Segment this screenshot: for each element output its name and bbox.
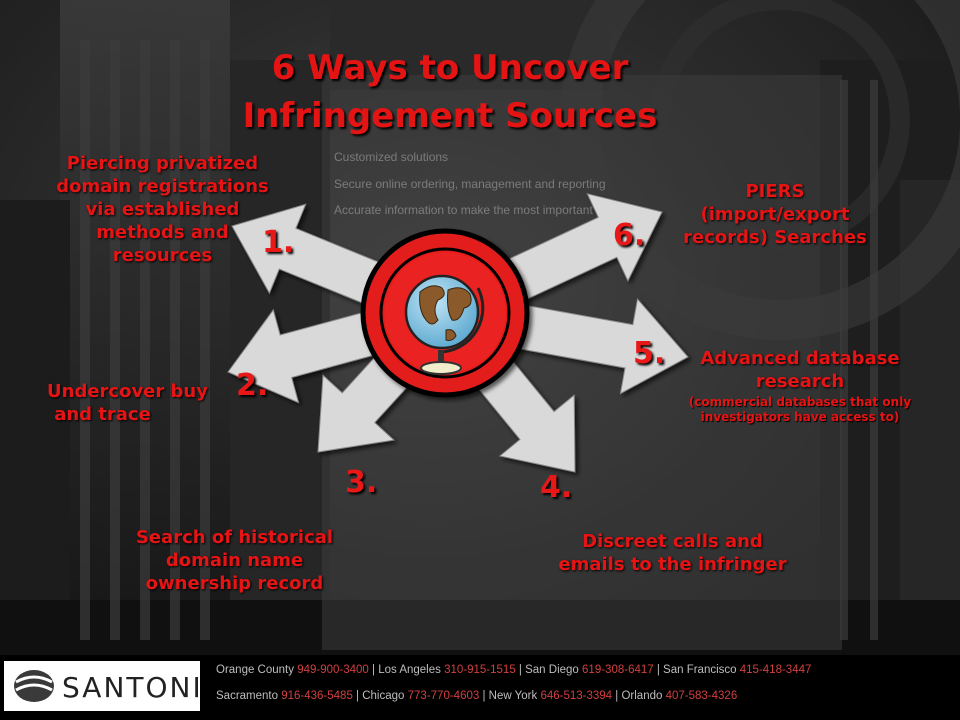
method-number-5: 5. [633,336,666,371]
method-number-2: 2. [236,368,269,403]
method-number-3: 3. [345,465,378,500]
background-text-line: Accurate information to make the most im… [334,203,647,217]
offices-row-1: Orange County 949-900-3400 | Los Angeles… [216,664,812,676]
arrow-diagram [227,193,689,473]
santoni-logo-icon [14,670,54,702]
background-text-line: Customized solutions [334,150,449,164]
background-text-line: Secure online ordering, management and r… [334,177,606,191]
title-line-1: 6 Ways to Uncover [271,48,629,88]
method-number-4: 4. [540,470,573,505]
title-line-2: Infringement Sources [242,96,658,136]
logo-text: SANTONI [62,671,203,704]
offices-row-2: Sacramento 916-436-5485 | Chicago 773-77… [216,690,738,702]
method-number-6: 6. [613,218,646,253]
footer: SANTONI Orange County 949-900-3400 | Los… [0,655,960,720]
method-label-6: PIERS(import/export records) Searches [683,181,867,248]
logo: SANTONI [4,661,203,711]
globe-icon [404,274,485,375]
method-number-1: 1. [262,225,295,260]
